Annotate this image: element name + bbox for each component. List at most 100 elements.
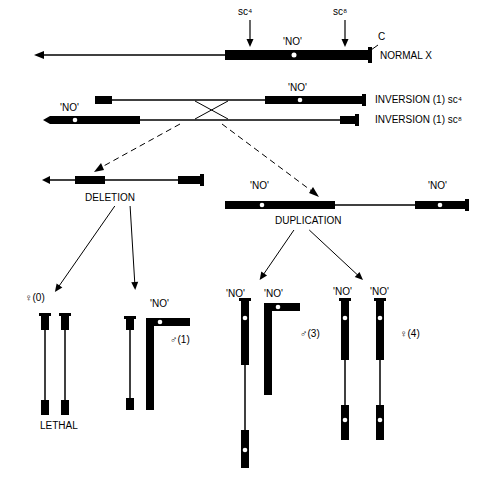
chromosome-part: [264, 303, 272, 395]
chromosome-part: [95, 96, 112, 104]
chromosome-part: [94, 163, 104, 172]
chromosome-part: [343, 418, 348, 423]
gene-label: 'NO': [250, 180, 269, 192]
gene-label: 'NO': [428, 180, 447, 192]
chromosome-part: [378, 418, 383, 423]
chromosome-part: [126, 398, 134, 410]
offspring-group: ♂(3): [225, 280, 330, 475]
chromosome-part: [42, 176, 50, 184]
arrow-line: [263, 230, 294, 275]
chromosome-part: [112, 99, 265, 101]
chromosome-part: [260, 203, 265, 208]
gene-label: 'NO': [333, 286, 352, 298]
chromosome-part: [342, 39, 349, 47]
chromosome-part: [146, 318, 154, 410]
chromosome-part: [200, 174, 204, 186]
gene-label: 'NO': [370, 286, 389, 298]
chromosome-part: [50, 116, 140, 124]
chromosome-part: [129, 330, 131, 398]
chromosome-part: [276, 305, 281, 310]
chromosome-part: [126, 318, 134, 330]
chromosome-part: [379, 360, 381, 405]
chromosome-part: [378, 316, 383, 321]
chromosome-part: [73, 118, 78, 123]
group-label: DELETION: [85, 192, 135, 204]
chromosome-part: [298, 98, 303, 103]
group-label: ♂(1): [170, 334, 190, 346]
chromosome-part: [34, 51, 44, 59]
chromosome-part: [265, 96, 362, 104]
descent-arrow: [130, 206, 138, 290]
arrowhead: [131, 282, 138, 290]
descent-arrow: [309, 230, 363, 280]
arrow-line: [309, 230, 358, 276]
chromosome-part: [61, 400, 69, 415]
chromosome-part: [225, 50, 368, 60]
chromosome-part: [44, 330, 46, 400]
gene-label: 'NO': [283, 36, 302, 48]
chromosome-label: INVERSION (1) sc⁸: [375, 114, 462, 126]
chromosome-part: [415, 201, 465, 209]
offspring-group: ♀(0) LETHAL: [25, 292, 90, 434]
chromosome-part: [243, 448, 248, 453]
chromosome-part: [465, 199, 469, 211]
gene-label: 'NO': [288, 82, 307, 94]
chromosome-part: [195, 101, 228, 119]
descent-arrow: [260, 230, 294, 280]
locus-label: sc⁸: [333, 6, 347, 18]
chromosome-part: [243, 316, 248, 321]
chromosome-part: [75, 176, 105, 184]
chromosome-part: [264, 303, 300, 311]
arrow-line: [58, 206, 114, 287]
chromosome-part: [225, 201, 335, 209]
chromosome-part: [195, 101, 228, 119]
chromosome-part: [64, 330, 66, 400]
chromosome-part: [341, 300, 349, 360]
chromosome-part: [42, 54, 225, 56]
chromosome-part: [344, 360, 346, 405]
group-label: DUPLICATION: [275, 215, 342, 227]
chromosome-part: [249, 20, 250, 40]
chromosome-part: [376, 300, 384, 360]
arrowhead: [55, 283, 62, 292]
group-label: ♀(4): [400, 328, 420, 340]
chromosome-part: [362, 94, 366, 106]
chromosome-part: [100, 124, 180, 168]
chromosome-part: [241, 430, 249, 468]
gene-label: 'NO': [264, 288, 283, 300]
chromosome-part: [376, 405, 384, 440]
product-group: DUPLICATION: [220, 185, 475, 230]
offspring-group: ♀(4): [335, 280, 435, 445]
chromosome-part: [344, 20, 345, 40]
chromosome-part: [105, 179, 178, 181]
gene-label: 'NO': [60, 102, 79, 114]
chromosome-part: [244, 365, 246, 430]
descent-arrow: [55, 206, 115, 292]
group-label: ♂(3): [300, 328, 320, 340]
chromosome-part: [343, 316, 348, 321]
group-label: ♀(0): [25, 292, 45, 304]
chromosome-part: [140, 119, 340, 121]
chromosome-part: [371, 45, 378, 50]
chromosome-part: [247, 39, 254, 47]
chromosome-part: [335, 204, 415, 206]
gene-label: 'NO': [150, 298, 169, 310]
gene-label: 'NO': [226, 288, 245, 300]
chromosome-part: [340, 116, 355, 124]
locus-label: sc⁴: [238, 6, 252, 18]
chromosome-part: [292, 53, 297, 58]
chromosome-part: [341, 405, 349, 440]
arrowhead: [355, 272, 363, 280]
chromosome-part: [178, 176, 200, 184]
chromosome-part: [41, 315, 49, 330]
chromosome-part: [309, 187, 319, 197]
chromosome-part: [50, 179, 75, 181]
product-group: DELETION: [40, 168, 210, 206]
arrow-line: [130, 206, 135, 284]
chromosome-part: [438, 203, 443, 208]
chromosome-part: [43, 116, 50, 124]
note-label: LETHAL: [40, 420, 78, 432]
chromosome-part: [158, 320, 163, 325]
